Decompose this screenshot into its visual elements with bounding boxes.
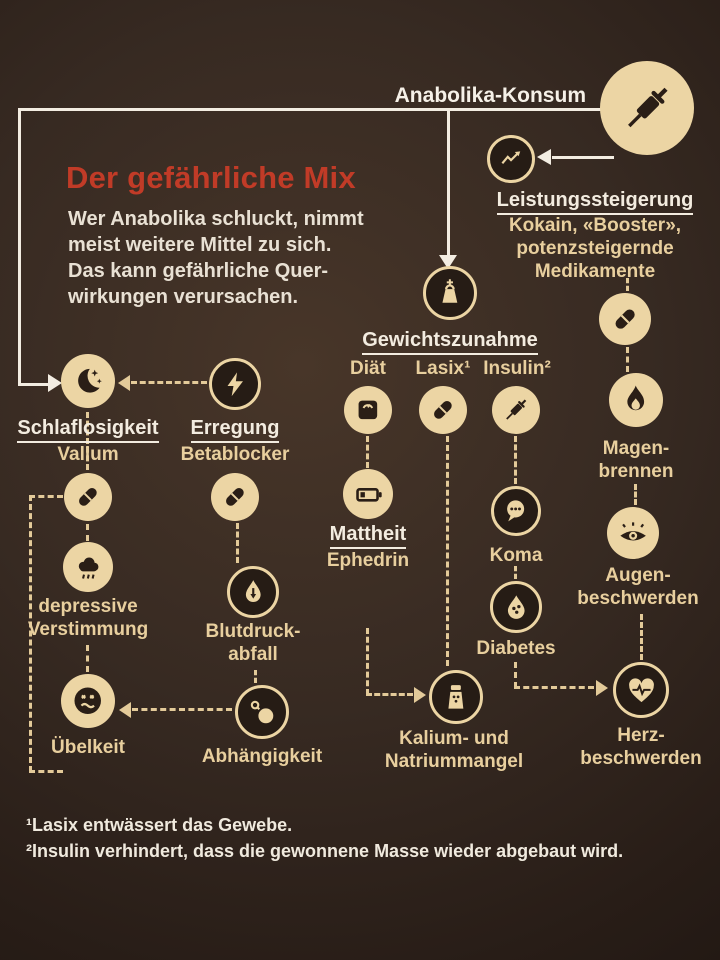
connector-center-vertical — [447, 111, 450, 257]
syringe-icon — [492, 386, 540, 434]
dash-lasix-kalium — [446, 436, 449, 666]
intro-line: meist weitere Mittel zu sich. — [68, 234, 332, 256]
moon-stars-icon — [61, 354, 115, 408]
diabetes-label: Diabetes — [476, 638, 556, 659]
dash-magen-augen — [634, 484, 637, 505]
dash-erregung-schlaf — [131, 381, 207, 384]
connector-top-horizontal — [18, 108, 604, 111]
dash-blutdruck-abhaengigkeit — [254, 670, 257, 683]
uebelkeit-label: Übelkeit — [51, 737, 125, 758]
dash-left-bracket-vertical — [29, 495, 32, 772]
rain-cloud-icon — [63, 542, 113, 592]
dash-abhaengigkeit-uebelkeit — [132, 708, 232, 711]
connector-left-vertical — [18, 108, 21, 386]
flame-icon — [609, 373, 663, 427]
battery-low-icon — [343, 469, 393, 519]
page-title: Der gefährliche Mix — [66, 160, 356, 195]
dash-left-bracket-top — [29, 495, 63, 498]
pill-icon — [211, 473, 259, 521]
ephedrin-label: Ephedrin — [326, 550, 410, 571]
drop-arrow-down-icon — [227, 566, 279, 618]
dash-diabetes-down — [514, 662, 517, 688]
heart-ecg-icon — [613, 662, 669, 718]
intro-line: Wer Anabolika schluckt, nimmt — [68, 208, 364, 230]
erregung-heading: Erregung — [163, 416, 307, 443]
dash-medikamente-pill — [626, 278, 629, 291]
pill-icon — [64, 473, 112, 521]
lightning-icon — [209, 358, 261, 410]
intro-line: wirkungen verursachen. — [68, 286, 299, 308]
valium-label: Valium — [57, 444, 119, 465]
dash-koma-diabetes — [514, 566, 517, 579]
dash-insulin-koma — [514, 436, 517, 484]
eye-icon — [607, 507, 659, 559]
leistung-line: potenzsteigernde — [516, 238, 674, 259]
dash-pill-magen — [626, 347, 629, 372]
nausea-face-icon — [61, 674, 115, 728]
connector-to-schlaflosigkeit — [18, 383, 48, 386]
salt-shaker-icon — [429, 670, 483, 724]
chart-up-icon — [487, 135, 535, 183]
dash-to-herz — [514, 686, 594, 689]
intro-text: Wer Anabolika schluckt, nimmt meist weit… — [68, 206, 388, 310]
diaet-label: Diät — [350, 358, 386, 379]
leistung-line: Medikamente — [534, 261, 656, 282]
depressiv-label: depressive Verstimmung — [27, 596, 149, 640]
arrow-down-gewichtszunahme — [439, 255, 457, 269]
arrow-left-uebelkeit — [119, 702, 131, 718]
leistung-substances: Kokain, «Booster», potenzsteigernde Medi… — [470, 214, 720, 283]
herz-label: Herz- beschwerden — [580, 725, 702, 769]
leistung-line: Kokain, «Booster», — [508, 215, 682, 236]
syringe-icon — [600, 61, 694, 155]
betablocker-label: Betablocker — [180, 444, 290, 465]
dash-to-kalium — [366, 693, 413, 696]
pill-icon — [599, 293, 651, 345]
dash-diaet-mattheit — [366, 436, 369, 468]
footnotes: ¹Lasix entwässert das Gewebe. ²Insulin v… — [26, 812, 706, 864]
leistung-heading: Leistungssteigerung — [470, 188, 720, 215]
gewicht-heading: Gewichtszunahme — [348, 328, 552, 355]
ball-chain-icon — [235, 685, 289, 739]
dash-depressiv-uebelkeit — [86, 645, 89, 672]
speech-dots-icon — [491, 486, 541, 536]
scale-icon — [344, 386, 392, 434]
pill-icon — [419, 386, 467, 434]
lasix-label: Lasix¹ — [415, 358, 471, 379]
blutdruck-label: Blutdruck- abfall — [205, 621, 301, 665]
mattheit-heading: Mattheit — [308, 522, 428, 549]
dash-valium-depressiv — [86, 524, 89, 541]
dash-ephedrin-down — [366, 628, 369, 695]
abhaengigkeit-label: Abhängigkeit — [201, 746, 323, 767]
drop-dots-icon — [490, 581, 542, 633]
intro-line: Das kann gefährliche Quer- — [68, 260, 329, 282]
arrow-right-kalium — [414, 687, 426, 703]
arrow-right-herz — [596, 680, 608, 696]
footnote-lasix: ¹Lasix entwässert das Gewebe. — [26, 815, 293, 835]
insulin-label: Insulin² — [483, 358, 551, 379]
kalium-label: Kalium- und Natriummangel — [384, 728, 524, 772]
magen-label: Magen- brennen — [598, 438, 674, 482]
arrow-right-schlaflosigkeit — [48, 374, 62, 392]
anabolika-label: Anabolika-Konsum — [394, 84, 586, 107]
connector-to-leistung — [552, 156, 614, 159]
arrow-left-leistung — [537, 149, 551, 165]
augen-label: Augen- beschwerden — [577, 565, 699, 609]
dash-augen-herz — [640, 614, 643, 660]
dash-left-bracket-bottom — [29, 770, 63, 773]
footnote-insulin: ²Insulin verhindert, dass die gewonnene … — [26, 841, 624, 861]
arrow-left-schlaf — [118, 375, 130, 391]
weight-icon — [423, 266, 477, 320]
schlaf-heading: Schlaflosigkeit — [8, 416, 168, 443]
koma-label: Koma — [489, 545, 543, 566]
dash-beta-blutdruck — [236, 523, 239, 563]
